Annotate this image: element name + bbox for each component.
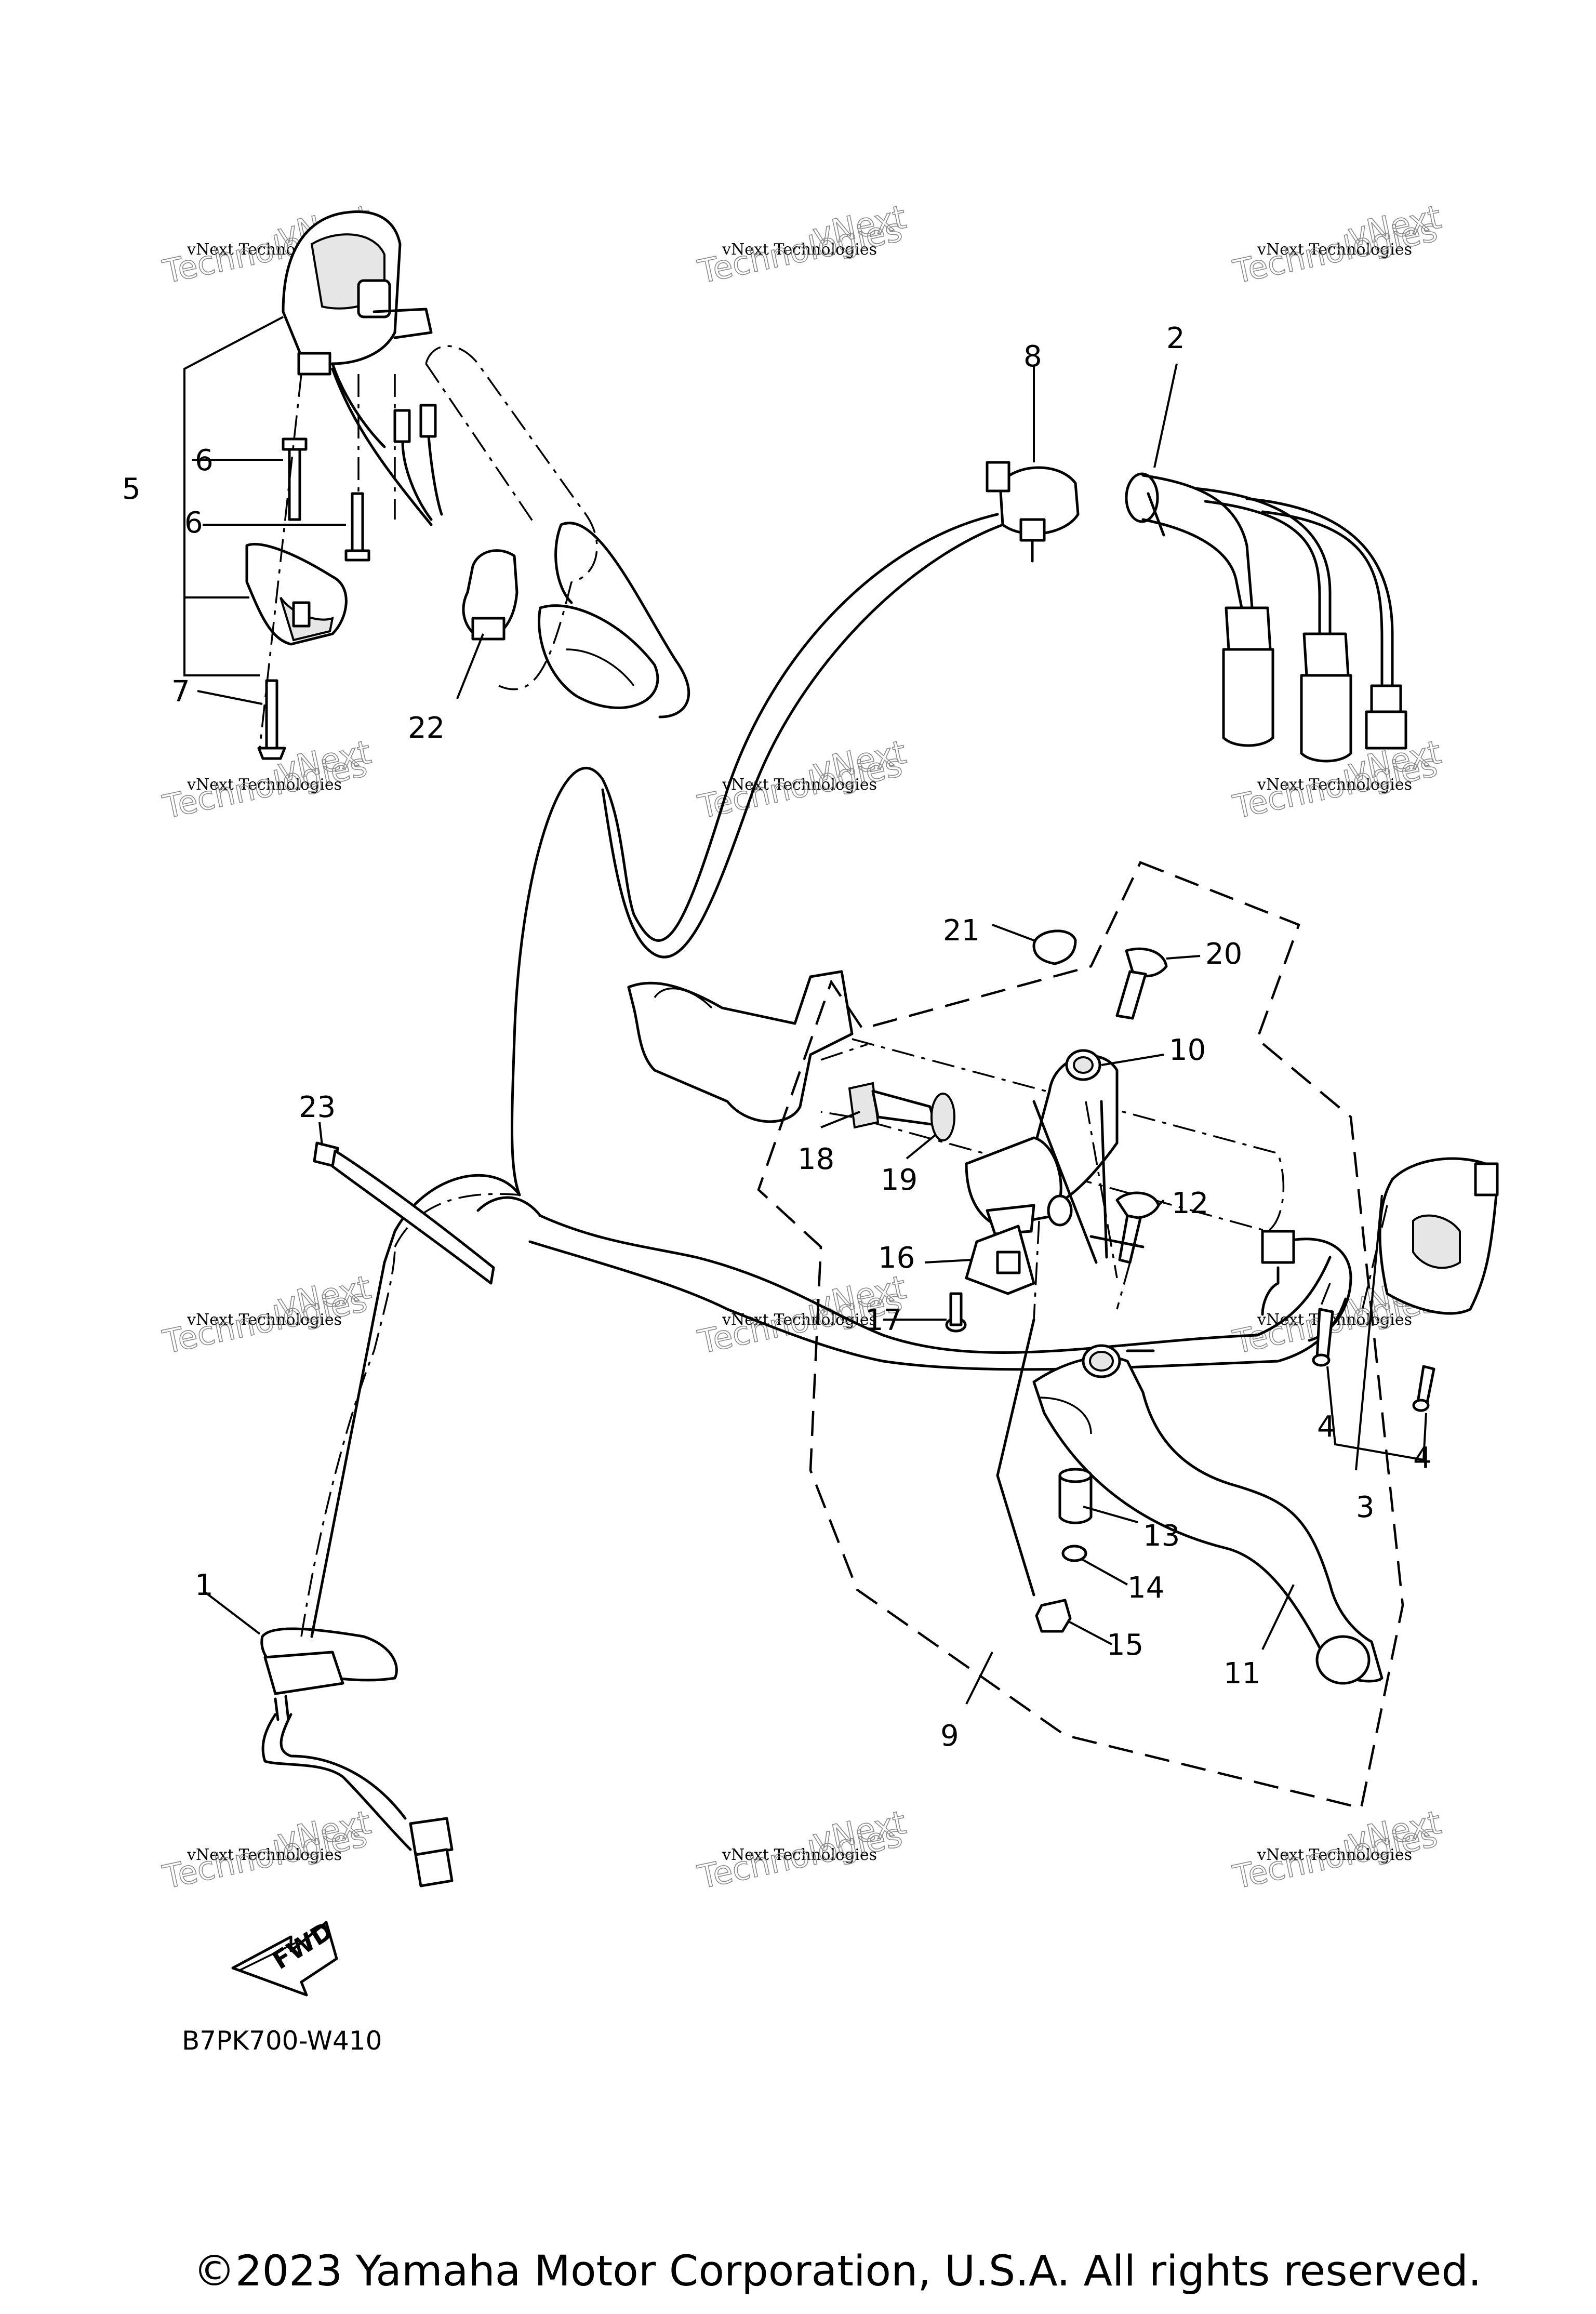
callout-12: 12: [1172, 1187, 1208, 1220]
callouts: 5 6 6 7 22 8 2 21 20 10 23 18 19 12 16 1…: [122, 322, 1432, 1753]
cable-end-connectors: [1141, 474, 1407, 763]
locknut-19: [930, 1093, 955, 1141]
svg-text:vNext Technologies: vNext Technologies: [1257, 776, 1412, 794]
left-switch-lower-cover: [245, 543, 348, 646]
callout-9: 9: [940, 1719, 959, 1753]
fwd-arrow-icon: FWD: [231, 1916, 338, 1997]
left-handlebar-switch-upper: [282, 210, 433, 526]
svg-text:vNext Technologies: vNext Technologies: [722, 776, 877, 794]
throttle-cable: [383, 513, 1347, 1371]
nut-15: [1035, 1599, 1072, 1633]
svg-text:vNext Technologies: vNext Technologies: [1257, 1846, 1412, 1864]
callout-11: 11: [1223, 1657, 1260, 1691]
callout-3: 3: [1356, 1491, 1375, 1524]
svg-text:vNext Technologies: vNext Technologies: [722, 241, 877, 259]
callout-22: 22: [408, 711, 445, 745]
callout-6a: 6: [195, 444, 214, 477]
callout-1: 1: [195, 1568, 214, 1602]
switch-band-1: [260, 1627, 454, 1887]
callout-10: 10: [1169, 1033, 1206, 1067]
screw-7: [257, 679, 286, 760]
svg-text:Technologies: Technologies: [695, 1816, 906, 1896]
leader-lines: [192, 363, 1295, 1705]
clutch-holder-10: [965, 1049, 1119, 1235]
callout-13: 13: [1143, 1519, 1180, 1553]
callout-14: 14: [1127, 1571, 1164, 1605]
callout-7: 7: [171, 675, 190, 709]
callout-20: 20: [1205, 937, 1242, 971]
svg-text:vNext Technologies: vNext Technologies: [1257, 241, 1412, 259]
screw-4a: [1312, 1308, 1334, 1367]
adjuster-bolt-18: [848, 1082, 937, 1129]
grip-clamp-22: [462, 549, 518, 641]
clutch-lever-11: [1032, 1344, 1384, 1685]
svg-text:vNext Technologies: vNext Technologies: [187, 776, 342, 794]
svg-text:vNext Technologies: vNext Technologies: [187, 1846, 342, 1864]
callout-4a: 4: [1317, 1410, 1336, 1444]
callout-6b: 6: [184, 506, 203, 540]
callout-18: 18: [797, 1142, 834, 1176]
screw-6b: [344, 492, 370, 562]
screw-20: [1115, 947, 1168, 1020]
svg-text:Technologies: Technologies: [1230, 210, 1441, 290]
svg-text:vNext Technologies: vNext Technologies: [722, 1846, 877, 1864]
grommet-2: [1125, 472, 1165, 537]
left-switch-connectors: [393, 404, 443, 521]
callout-5: 5: [122, 472, 141, 506]
svg-text:Technologies: Technologies: [695, 746, 906, 826]
callout-2: 2: [1166, 322, 1185, 355]
callout-15: 15: [1107, 1628, 1143, 1662]
handlebar-ghost: [627, 970, 1285, 1232]
svg-text:Technologies: Technologies: [695, 210, 906, 290]
cable-tie-23: [313, 1141, 495, 1285]
svg-text:Technologies: Technologies: [159, 1281, 370, 1361]
washer-14: [1061, 1545, 1087, 1562]
callout-19: 19: [881, 1163, 917, 1197]
pivot-bolt-12: [1115, 1191, 1160, 1264]
screw-17: [945, 1292, 967, 1333]
collar-13: [1058, 1468, 1093, 1524]
callout-8: 8: [1023, 340, 1042, 374]
callout-23: 23: [299, 1090, 336, 1124]
cap-21: [1032, 929, 1077, 965]
diagram-code: B7PK700-W410: [182, 2026, 382, 2056]
copyright-notice: ©2023 Yamaha Motor Corporation, U.S.A. A…: [193, 2247, 1482, 2296]
callout-17: 17: [865, 1304, 902, 1337]
callout-4b: 4: [1413, 1441, 1432, 1475]
callout-21: 21: [943, 914, 980, 948]
cable-holder-8: [986, 461, 1080, 563]
callout-16: 16: [878, 1241, 915, 1275]
switch-16: [965, 1225, 1035, 1295]
svg-text:vNext Technologies: vNext Technologies: [187, 1311, 342, 1329]
svg-text:Technologies: Technologies: [159, 1816, 370, 1896]
left-grip-ghost: [425, 345, 690, 719]
svg-text:Technologies: Technologies: [1230, 1816, 1441, 1896]
screw-4b: [1412, 1365, 1435, 1412]
